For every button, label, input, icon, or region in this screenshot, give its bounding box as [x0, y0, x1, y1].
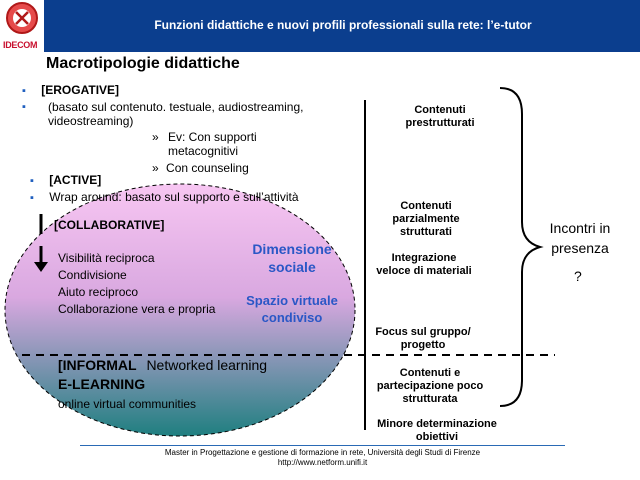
- collab-item: Collaborazione vera e propria: [58, 302, 216, 316]
- label-spazio-virtuale: Spazio virtuale condiviso: [246, 293, 338, 325]
- label-elearning: E-LEARNING: [58, 376, 146, 392]
- chevron-icon: »: [152, 130, 159, 144]
- bullet-dot-icon: ▪: [22, 101, 26, 113]
- right-brace-icon: [499, 87, 544, 407]
- label-informal: [INFORMAL Networked learning: [58, 357, 268, 373]
- logo: [0, 0, 44, 52]
- header-band: [0, 0, 640, 52]
- logo-text: IDECOM: [3, 40, 38, 50]
- bullet-erogative-desc: ▪ (basato sul contenuto. testuale, audio…: [22, 100, 304, 128]
- label-question: ?: [574, 268, 582, 284]
- sub-item-supporti: » Ev: Con supporti metacognitivi: [152, 130, 257, 158]
- right-item: Contenuti parzialmente strutturati: [392, 200, 460, 238]
- collab-item: Visibilità reciproca: [58, 251, 155, 265]
- bullet-dot-icon: ▪: [30, 192, 34, 204]
- bullet-erogative: ▪ [EROGATIVE]: [22, 83, 120, 97]
- bullet-dot-icon: ▪: [30, 175, 34, 187]
- bullet-wrap-around: ▪ Wrap around: basato sul supporto e sul…: [30, 190, 299, 204]
- logo-mark-icon: [6, 2, 38, 34]
- label-collaborative: [COLLABORATIVE]: [54, 218, 165, 232]
- collab-item: Condivisione: [58, 268, 127, 282]
- slide-title: Macrotipologie didattiche: [46, 55, 240, 72]
- right-item: Contenuti prestrutturati: [405, 104, 475, 129]
- footer: Master in Progettazione e gestione di fo…: [164, 448, 481, 467]
- right-item: Contenuti e partecipazione poco struttur…: [376, 367, 484, 405]
- social-dimension-ellipse: [4, 183, 555, 437]
- sub-item-counseling: » Con counseling: [152, 161, 249, 175]
- right-item: Minore determinazione obiettivi: [377, 418, 497, 443]
- column-divider: [364, 100, 366, 430]
- bullet-active: ▪ [ACTIVE]: [30, 173, 102, 187]
- chevron-icon: »: [152, 161, 159, 175]
- right-item: Integrazione veloce di materiali: [376, 252, 472, 277]
- bullet-dot-icon: ▪: [22, 85, 26, 97]
- header-title: Funzioni didattiche e nuovi profili prof…: [154, 18, 532, 32]
- collab-item: Aiuto reciproco: [58, 285, 139, 299]
- down-arrow-icon: [34, 214, 48, 272]
- footer-line: [80, 445, 565, 446]
- right-item: Focus sul gruppo/ progetto: [375, 326, 471, 351]
- label-dimensione-sociale: Dimensione sociale: [252, 241, 332, 275]
- label-online-communities: online virtual communities: [58, 397, 197, 411]
- label-incontri-presenza: Incontri in presenza: [549, 220, 611, 256]
